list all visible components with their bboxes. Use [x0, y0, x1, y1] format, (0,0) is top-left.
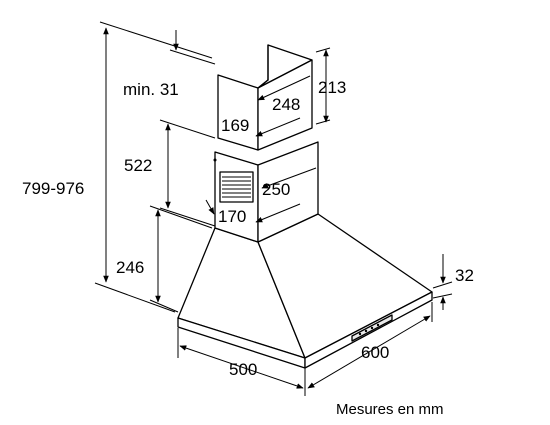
upper-chimney: [217, 44, 313, 151]
label-hood-depth: 600: [361, 343, 389, 362]
label-hood-width: 500: [229, 360, 257, 379]
label-lower-chimney-width: 170: [218, 207, 246, 226]
units-caption: Mesures en mm: [336, 401, 444, 418]
hood-canopy: [177, 213, 433, 369]
label-upper-chimney-height: 213: [318, 78, 346, 97]
label-upper-chimney-depth: 248: [272, 95, 300, 114]
label-hood-edge-height: 32: [455, 266, 474, 285]
dimension-labels: min. 31 799-976 213 248 169 522 250 170 …: [22, 78, 474, 418]
label-canopy-height: 246: [116, 258, 144, 277]
dimension-lines: [94, 21, 453, 396]
label-lower-chimney-height: 522: [124, 156, 152, 175]
lower-chimney: [213, 141, 319, 243]
label-lower-chimney-depth: 250: [262, 180, 290, 199]
label-upper-chimney-width: 169: [221, 116, 249, 135]
label-total-height: 799-976: [22, 179, 84, 198]
label-min-gap: min. 31: [123, 80, 179, 99]
